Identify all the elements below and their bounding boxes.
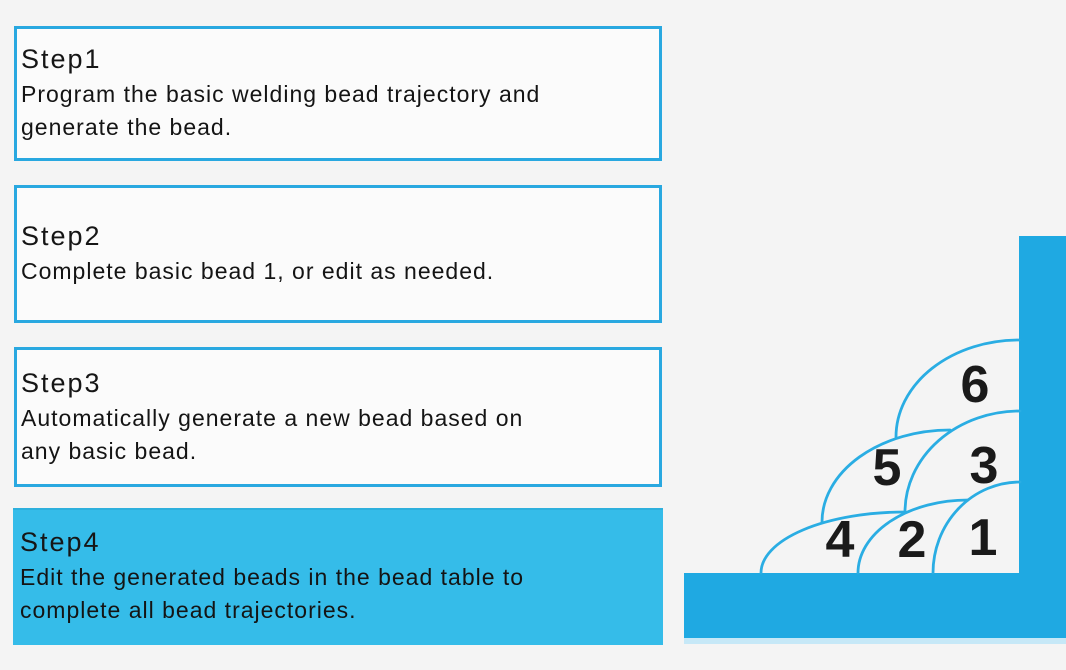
step-1-title: Step1 [21,44,102,74]
step-3-title: Step3 [21,367,102,398]
bead-arc-1 [931,480,1022,575]
step-1-description-line-2: generate the bead. [21,114,233,140]
step-card-2: Step2 Complete basic bead 1, or edit as … [14,185,662,323]
bead-label-2: 2 [898,511,927,569]
bead-label-3: 3 [970,437,999,495]
step-4-description-line-1: Edit the generated beads in the bead tab… [20,564,525,590]
step-card-4: Step4 Edit the generated beads in the be… [13,508,663,645]
bead-arc-3 [903,409,1022,514]
step-card-1: Step1 Program the basic welding bead tra… [14,26,662,161]
step-4-title: Step4 [20,527,101,557]
bead-arc-4 [759,510,907,575]
bead-arc-5 [820,428,952,524]
step-4-description-line-2: complete all bead trajectories. [20,597,357,623]
step-3-description-line-1: Automatically generate a new bead based … [21,404,524,431]
horizontal-plate [684,573,1066,638]
plate-shadow [684,636,1066,644]
bead-arc-2 [856,498,970,575]
step-2-title: Step2 [21,221,102,251]
bead-label-6: 6 [961,356,990,414]
step-3-description-line-2: any basic bead. [21,437,198,464]
bead-label-5: 5 [873,439,902,497]
step-1-description-line-1: Program the basic welding bead trajector… [21,81,541,107]
bead-label-4: 4 [826,511,855,569]
step-2-description-line-1: Complete basic bead 1, or edit as needed… [21,258,495,284]
vertical-plate [1019,236,1066,638]
step-card-3: Step3 Automatically generate a new bead … [14,347,662,487]
bead-label-1: 1 [969,509,998,567]
bead-arc-6 [894,338,1021,439]
